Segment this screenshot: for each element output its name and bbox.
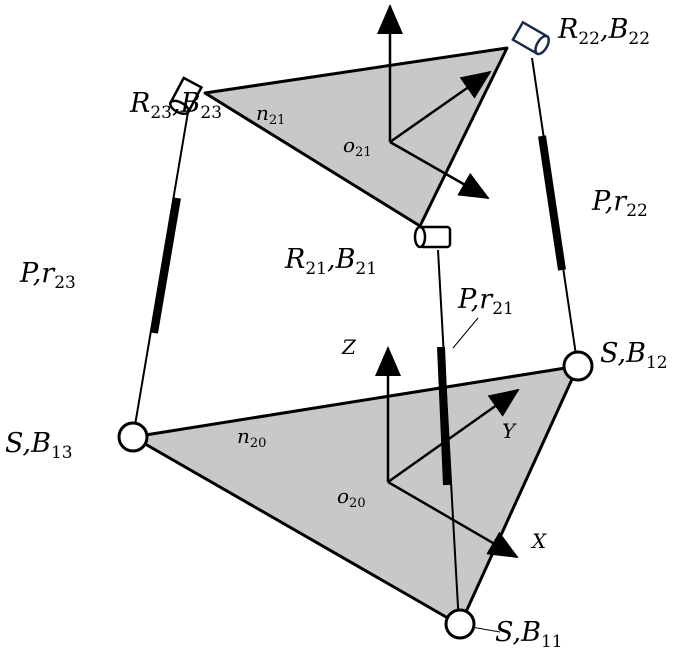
label-s-b11: S,B11 <box>495 617 563 652</box>
actuator-21 <box>437 346 451 486</box>
label-p-r21: P,r21 <box>457 284 514 319</box>
label-n20: n20 <box>237 424 266 451</box>
pointer-p-r21 <box>452 317 479 349</box>
revolute-joint-b23 <box>168 76 204 116</box>
actuator-22 <box>538 135 566 271</box>
revolute-joint-b21 <box>413 225 452 249</box>
x-axis-arrow-top <box>389 140 490 200</box>
spherical-joint-b13 <box>117 421 149 453</box>
label-r22-b22: R22,B22 <box>557 14 650 49</box>
label-axis-y: Y <box>502 419 517 443</box>
label-o20: o20 <box>337 484 366 511</box>
moving-frame-axes <box>377 4 492 200</box>
label-axis-z: Z <box>341 335 357 359</box>
label-p-r23: P,r23 <box>19 258 76 293</box>
label-o21: o21 <box>343 133 372 160</box>
label-p-r22: P,r22 <box>591 186 648 221</box>
y-axis-arrow <box>387 388 520 484</box>
base-platform <box>131 364 580 627</box>
label-n21: n21 <box>256 101 285 128</box>
label-s-b13: S,B13 <box>5 428 73 463</box>
label-r23-b23: R23,B23 <box>129 88 222 123</box>
legs <box>132 57 577 633</box>
spherical-joint-b11 <box>444 608 476 640</box>
label-r21-b21: R21,B21 <box>284 244 377 279</box>
actuator-23 <box>150 197 181 334</box>
revolute-joint-b22 <box>511 20 550 56</box>
label-axis-x: X <box>530 529 547 553</box>
y-axis-arrow-top <box>389 70 492 144</box>
spherical-joint-b12 <box>562 350 594 382</box>
moving-platform <box>203 46 509 228</box>
label-s-b12: S,B12 <box>600 338 668 373</box>
